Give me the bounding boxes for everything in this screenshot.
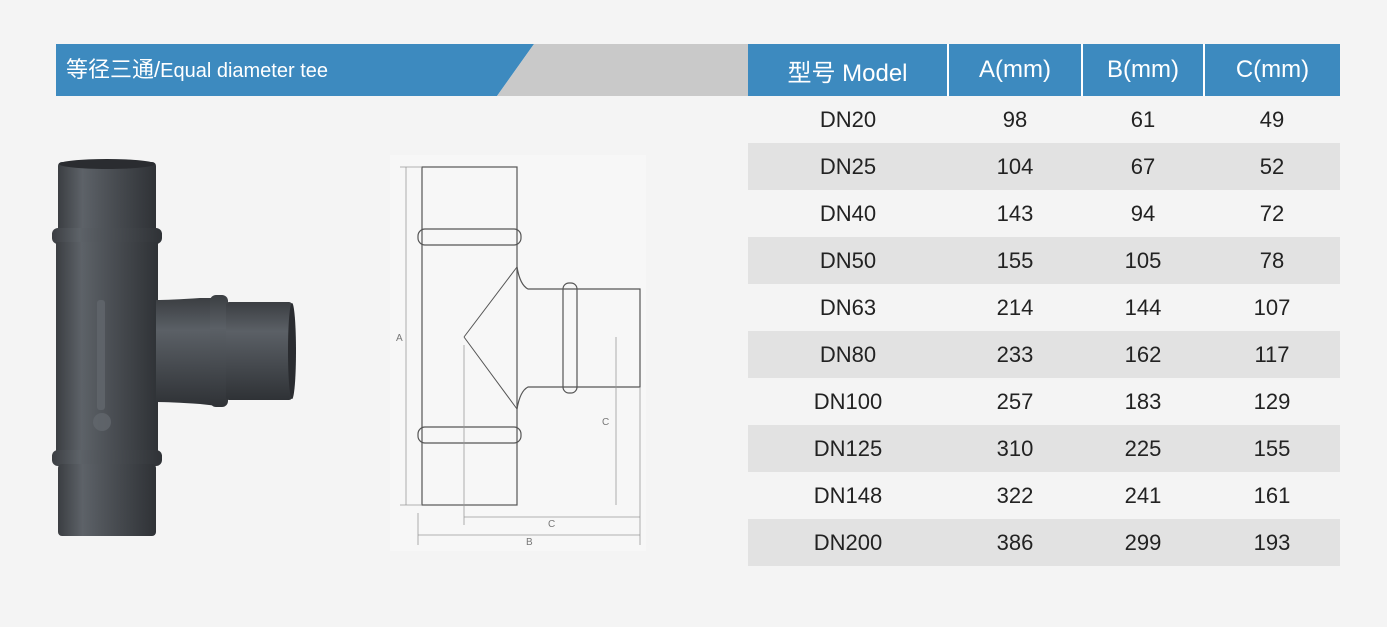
table-row: DN100 257 183 129 — [748, 378, 1340, 425]
cell-c: 161 — [1253, 482, 1291, 508]
cell-a: 233 — [948, 331, 1082, 378]
table-row: DN50 155 105 78 — [748, 237, 1340, 284]
cell-model: DN50 — [748, 237, 948, 284]
spec-table: 型号 Model A(mm) B(mm) C(mm) DN20 98 61 49… — [748, 44, 1340, 566]
dimension-label-a: A — [396, 333, 403, 344]
cell-b: 241 — [1124, 482, 1162, 508]
cell-a: 257 — [996, 388, 1034, 414]
table-row: DN63 214 144 107 — [748, 284, 1340, 331]
cell-b: 225 — [1082, 425, 1204, 472]
dimension-label-c-horizontal: C — [548, 519, 555, 530]
page-title: 等径三通/Equal diameter tee — [66, 44, 328, 96]
cell-model: DN125 — [748, 425, 948, 472]
cell-c: 78 — [1204, 237, 1340, 284]
cell-b: 162 — [1082, 331, 1204, 378]
cell-a: 155 — [948, 237, 1082, 284]
cell-a: 143 — [996, 200, 1034, 226]
table-header-row: 型号 Model A(mm) B(mm) C(mm) — [748, 44, 1340, 96]
cell-a: 98 — [1002, 106, 1028, 132]
cell-model: DN100 — [813, 388, 883, 414]
cell-a: 104 — [948, 143, 1082, 190]
title-bar: 等径三通/Equal diameter tee — [56, 44, 748, 96]
title-bar-background — [56, 44, 748, 96]
cell-model: DN148 — [813, 482, 883, 508]
cell-b: 94 — [1130, 200, 1156, 226]
table-row: DN125 310 225 155 — [748, 425, 1340, 472]
cell-c: 129 — [1253, 388, 1291, 414]
page-title-cn: 等径三通/ — [66, 57, 161, 82]
dimension-label-b: B — [526, 537, 533, 548]
cell-a: 310 — [948, 425, 1082, 472]
cell-c: 107 — [1253, 294, 1291, 320]
header-a: A(mm) — [947, 44, 1082, 96]
table-row: DN200 386 299 193 — [748, 519, 1340, 566]
cell-a: 386 — [948, 519, 1082, 566]
cell-model: DN20 — [819, 106, 877, 132]
table-row: DN148 322 241 161 — [748, 472, 1340, 519]
cell-b: 67 — [1082, 143, 1204, 190]
page-title-en: Equal diameter tee — [160, 60, 329, 82]
cell-c: 155 — [1204, 425, 1340, 472]
cell-b: 144 — [1124, 294, 1162, 320]
dimension-label-c-vertical: C — [602, 417, 609, 428]
cell-b: 105 — [1082, 237, 1204, 284]
cell-b: 61 — [1130, 106, 1156, 132]
technical-drawing: A C C B — [390, 155, 646, 551]
cell-model: DN25 — [748, 143, 948, 190]
cell-model: DN40 — [819, 200, 877, 226]
table-row: DN40 143 94 72 — [748, 190, 1340, 237]
cell-a: 322 — [996, 482, 1034, 508]
table-row: DN25 104 67 52 — [748, 143, 1340, 190]
product-photo — [52, 159, 296, 536]
cell-b: 183 — [1124, 388, 1162, 414]
header-c: C(mm) — [1203, 44, 1340, 96]
cell-model: DN200 — [748, 519, 948, 566]
cell-a: 214 — [996, 294, 1034, 320]
cell-c: 193 — [1204, 519, 1340, 566]
cell-c: 117 — [1204, 331, 1340, 378]
cell-model: DN80 — [748, 331, 948, 378]
header-b: B(mm) — [1081, 44, 1204, 96]
table-row: DN20 98 61 49 — [748, 96, 1340, 143]
cell-c: 49 — [1259, 106, 1285, 132]
cell-c: 52 — [1204, 143, 1340, 190]
cell-b: 299 — [1082, 519, 1204, 566]
cell-c: 72 — [1259, 200, 1285, 226]
header-model: 型号 Model — [748, 44, 948, 96]
table-row: DN80 233 162 117 — [748, 331, 1340, 378]
cell-model: DN63 — [819, 294, 877, 320]
